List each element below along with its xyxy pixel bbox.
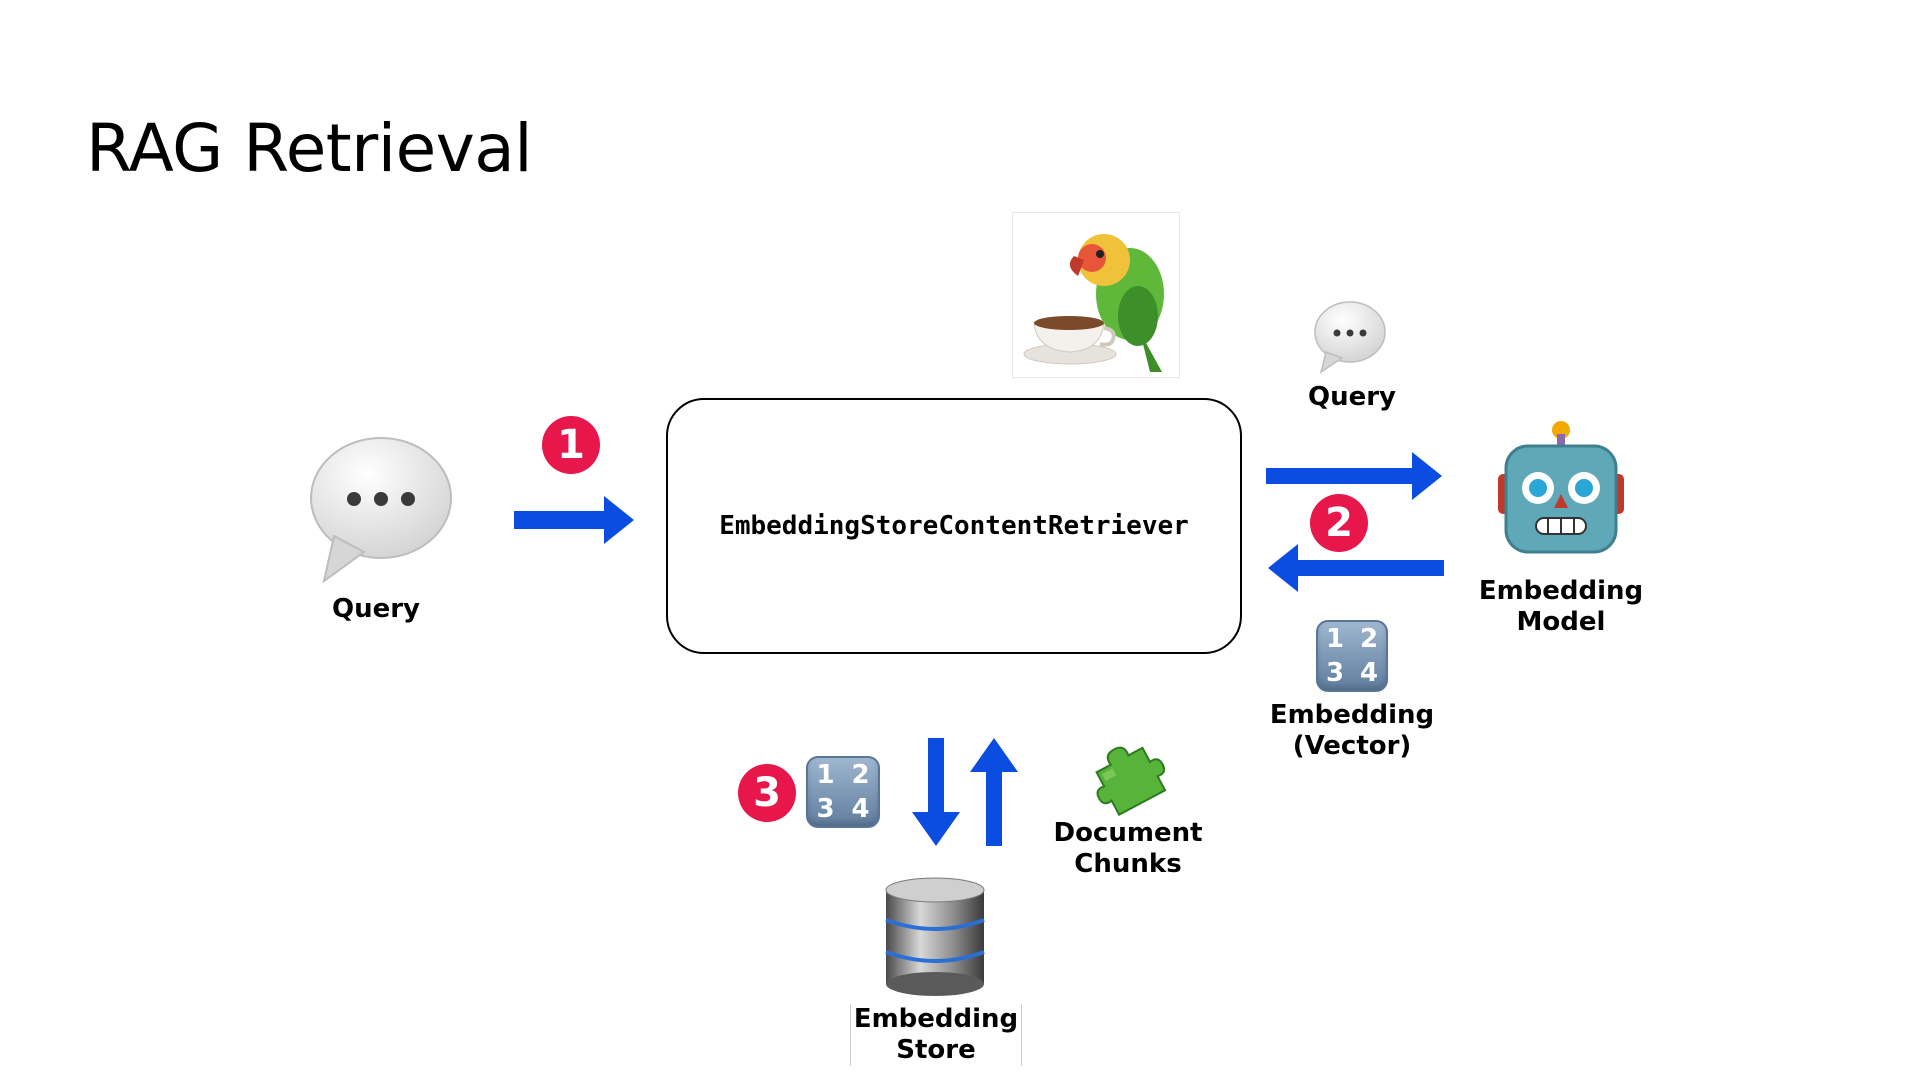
tile-digit: 3: [1325, 658, 1345, 688]
arrow-left-icon: [1268, 544, 1444, 592]
tile-digit: 2: [851, 760, 870, 790]
speech-bubble-icon: [1314, 301, 1386, 374]
tile-digit: 4: [1359, 658, 1379, 688]
tile-digit: 1: [1325, 624, 1345, 654]
step-badge-2: 2: [1310, 494, 1368, 552]
arrow-down-icon: [912, 738, 960, 846]
tile-digit: 3: [816, 794, 835, 824]
retriever-box: EmbeddingStoreContentRetriever: [666, 398, 1242, 654]
tile-digit: 1: [816, 760, 835, 790]
robot-icon: [1498, 421, 1624, 554]
step-badge-1: 1: [542, 416, 600, 474]
speech-bubble-icon: [310, 437, 452, 584]
parrot-coffee-logo: [1012, 212, 1180, 378]
embedding-vector-label: Embedding (Vector): [1269, 700, 1435, 762]
database-icon: [885, 877, 985, 996]
tile-digit: 2: [1359, 624, 1379, 654]
document-chunks-label: Document Chunks: [1053, 818, 1203, 880]
arrow-up-icon: [970, 738, 1018, 846]
tile-digit: 4: [851, 794, 870, 824]
arrow-right-icon: [1266, 452, 1442, 500]
retriever-label: EmbeddingStoreContentRetriever: [719, 511, 1189, 541]
step-badge-3: 3: [738, 764, 796, 822]
numbers-tile-icon: 1 2 3 4: [806, 756, 880, 828]
arrow-right-icon: [514, 496, 634, 544]
page-title: RAG Retrieval: [86, 110, 533, 187]
query-label-right: Query: [1307, 382, 1397, 412]
embedding-store-label: Embedding Store: [850, 1004, 1022, 1067]
embedding-model-label: Embedding Model: [1478, 576, 1644, 638]
numbers-tile-icon: 1 2 3 4: [1316, 620, 1388, 692]
puzzle-piece-icon: [1095, 746, 1167, 816]
query-label-left: Query: [331, 594, 421, 624]
